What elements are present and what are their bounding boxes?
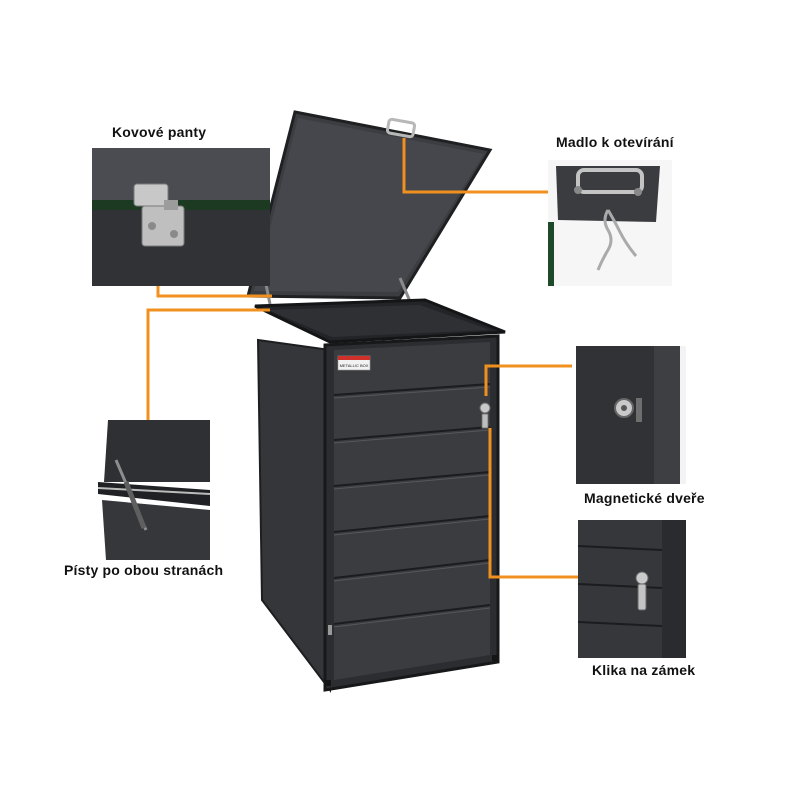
- caption-lock-handle: Klika na zámek: [592, 662, 696, 678]
- product-label-text: METALLIC BOX: [340, 363, 369, 368]
- pistons-detail-photo: [76, 420, 210, 560]
- caption-handle: Madlo k otevírání: [556, 134, 674, 150]
- magnetic-door-detail-photo: [576, 346, 686, 484]
- caption-hinges: Kovové panty: [112, 124, 207, 140]
- caption-magnetic-door: Magnetické dveře: [584, 490, 705, 506]
- lock-handle-detail-photo: [578, 520, 686, 658]
- hinge-detail-photo: [92, 148, 270, 286]
- caption-pistons: Písty po obou stranách: [64, 562, 224, 578]
- handle-detail-photo: [548, 160, 672, 286]
